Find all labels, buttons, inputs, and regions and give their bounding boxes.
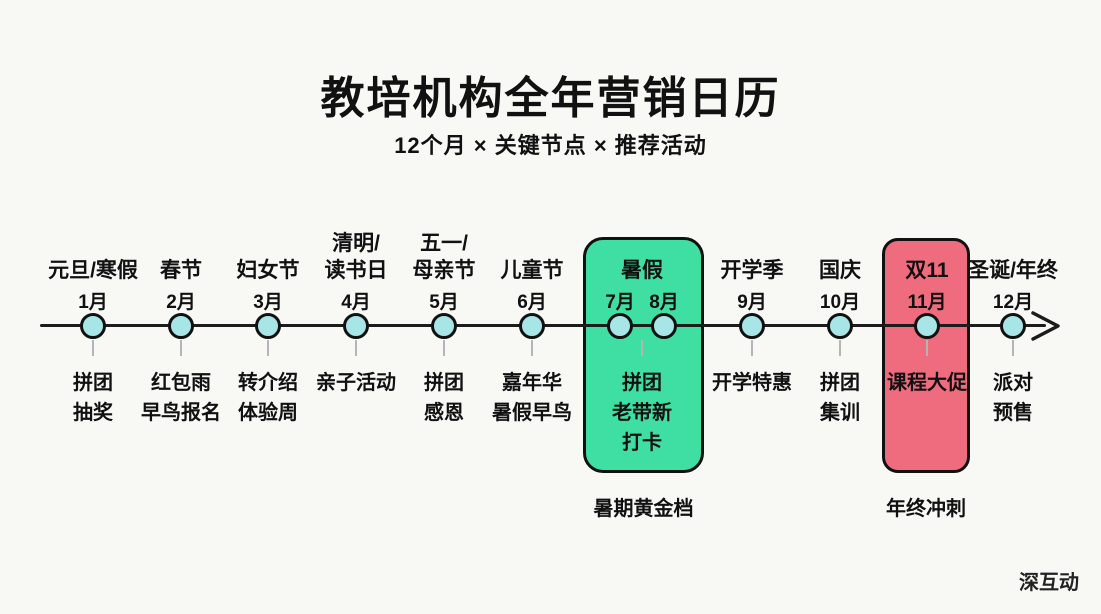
holiday-label: 开学季 [720,259,784,282]
connector-tick [267,340,269,356]
summer-highlight-box [583,237,704,473]
holiday-label: 妇女节 [236,259,300,282]
arrowhead-icon [1031,311,1060,341]
timeline-dot [651,313,677,339]
timeline-dot [739,313,765,339]
page-title: 教培机构全年营销日历 [320,74,781,123]
activity-label: 派对 [993,372,1033,394]
holiday-label: 暑假 [621,259,663,282]
connector-tick [839,340,841,356]
activity-label: 暑假早鸟 [492,402,572,424]
month-label: 5月 [429,292,459,313]
page-subtitle: 12个月 × 关键节点 × 推荐活动 [394,133,707,158]
timeline-dot [255,313,281,339]
connector-tick [531,340,533,356]
holiday-label: 圣诞/年终 [968,259,1058,282]
timeline-dot [827,313,853,339]
timeline-dot [431,313,457,339]
connector-tick [751,340,753,356]
connector-tick [355,340,357,356]
activity-label: 拼团 [73,372,113,394]
timeline-dot [80,313,106,339]
activity-label: 转介绍 [238,372,298,394]
activity-label: 体验周 [238,402,298,424]
activity-label: 拼团 [622,372,662,394]
holiday-label: 母亲节 [412,259,476,282]
activity-label: 开学特惠 [712,372,792,394]
timeline-dot [914,313,940,339]
activity-label: 嘉年华 [502,372,562,394]
month-label: 9月 [737,292,767,313]
activity-label: 抽奖 [73,402,113,424]
timeline-dot [168,313,194,339]
connector-tick [926,340,928,356]
activity-label: 拼团 [820,372,860,394]
timeline-dot [519,313,545,339]
activity-label: 感恩 [424,402,464,424]
holiday-label: 元旦/寒假 [48,259,138,282]
month-label: 4月 [341,292,371,313]
timeline-dot [343,313,369,339]
timeline-dot [1000,313,1026,339]
holiday-label: 五一/ [420,232,468,255]
holiday-label: 国庆 [819,259,861,282]
holiday-label: 读书日 [324,259,388,282]
holiday-label: 清明/ [332,232,380,255]
activity-label: 早鸟报名 [141,402,221,424]
activity-label: 打卡 [622,432,662,454]
activity-label: 拼团 [424,372,464,394]
activity-label: 红包雨 [151,372,211,394]
holiday-label: 春节 [160,259,202,282]
month-label: 8月 [649,292,679,313]
month-label: 1月 [78,292,108,313]
connector-tick [92,340,94,356]
holiday-label: 儿童节 [500,259,564,282]
month-label: 12月 [992,292,1034,313]
month-label: 11月 [907,292,947,313]
connector-tick [443,340,445,356]
month-label: 6月 [517,292,547,313]
activity-label: 预售 [993,402,1033,424]
month-label: 3月 [253,292,283,313]
watermark: 深互动 [1019,572,1079,594]
yearend-caption: 年终冲刺 [886,498,966,520]
activity-label: 亲子活动 [316,372,396,394]
connector-tick [641,340,643,356]
summer-caption: 暑期黄金档 [593,498,694,520]
activity-label: 课程大促 [887,372,967,394]
activity-label: 老带新 [612,402,672,424]
activity-label: 集训 [820,402,860,424]
connector-tick [1012,340,1014,356]
month-label: 10月 [819,292,861,313]
connector-tick [180,340,182,356]
month-label: 7月 [605,292,635,313]
timeline-dot [607,313,633,339]
month-label: 2月 [166,292,196,313]
holiday-label: 双11 [905,259,949,282]
